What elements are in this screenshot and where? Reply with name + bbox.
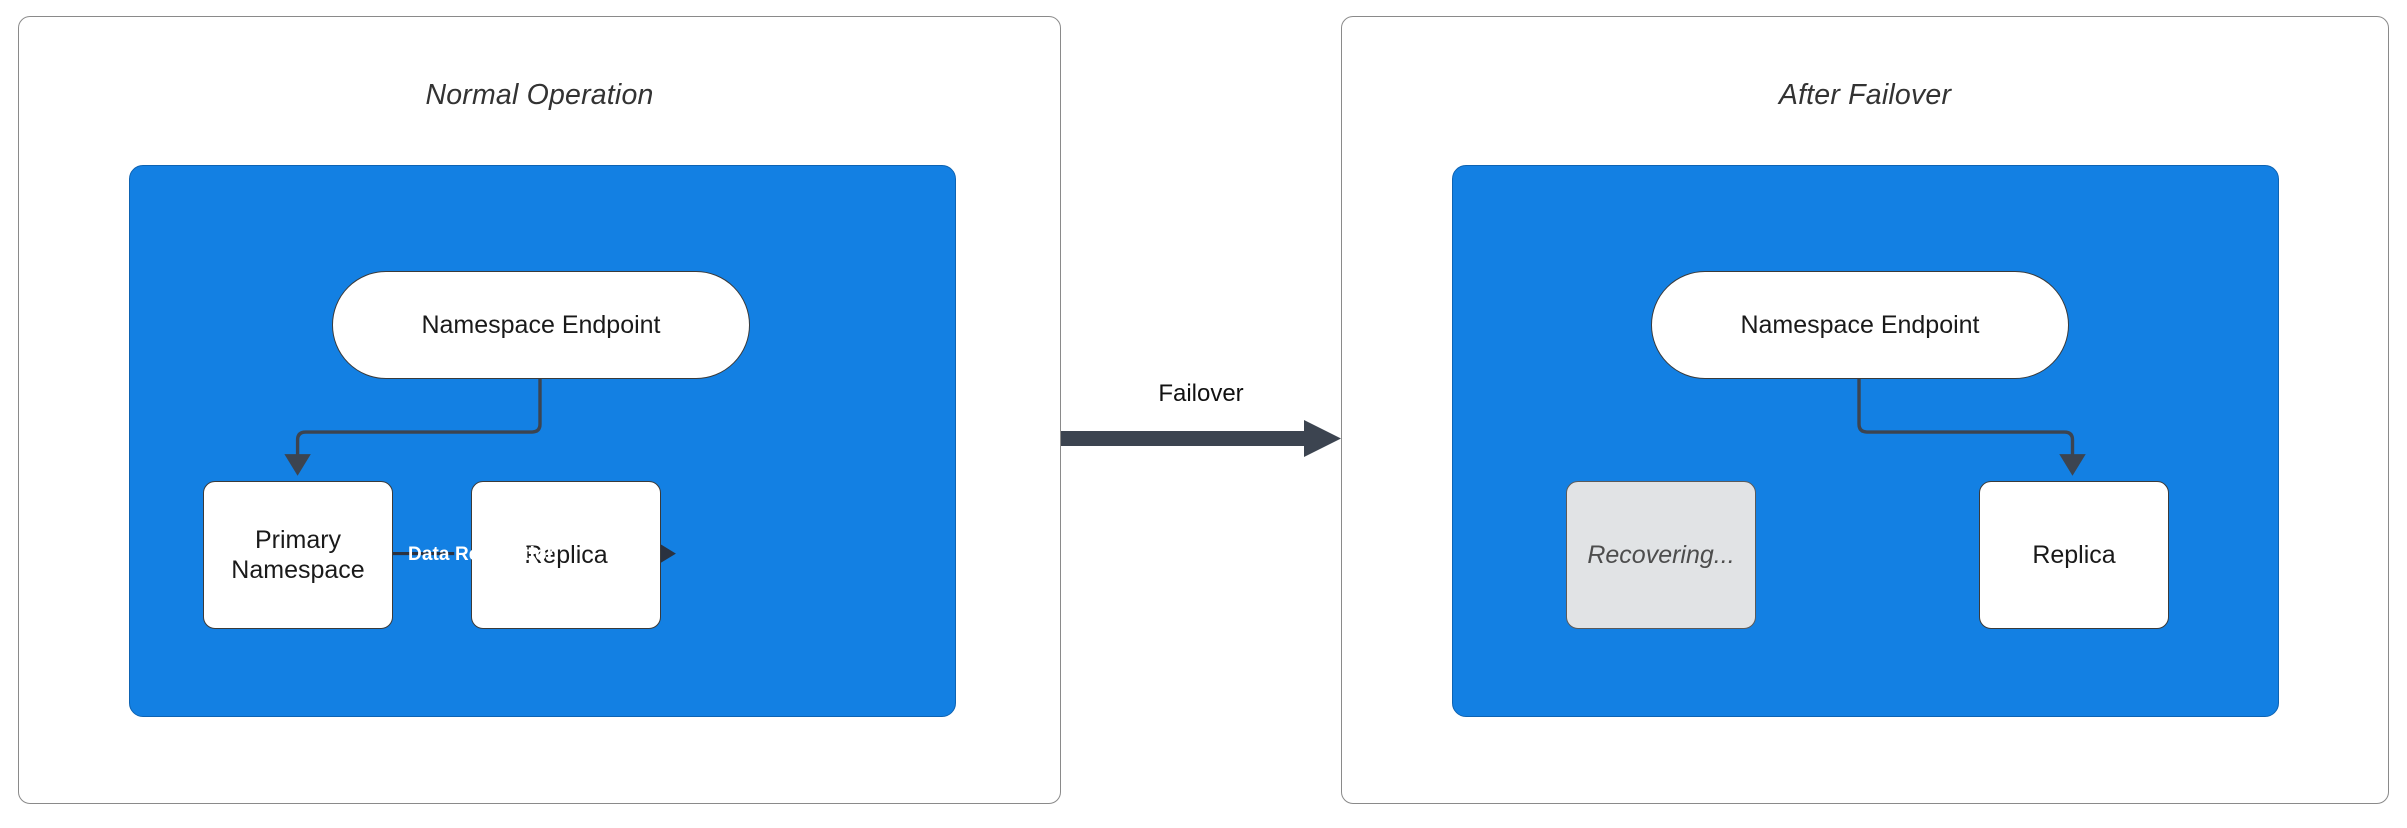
panel-after-failover: After Failover Namespace Endpoint Recove… — [1341, 16, 2389, 804]
connector-layer-after-failover — [1857, 376, 2086, 476]
node-recovering[interactable]: Recovering... — [1566, 481, 1756, 629]
blue-region-normal-operation: Namespace Endpoint Primary Namespace Rep… — [129, 165, 956, 717]
node-primary-namespace[interactable]: Primary Namespace — [203, 481, 393, 629]
panel-title-normal-operation: Normal Operation — [425, 79, 654, 111]
edge-endpoint-to-primary — [284, 376, 542, 476]
panel-title-after-failover: After Failover — [1778, 79, 1952, 111]
node-namespace-endpoint[interactable]: Namespace Endpoint — [1651, 271, 2069, 379]
failover-transition: Failover — [1061, 380, 1341, 490]
edge-endpoint-to-replica — [1857, 376, 2086, 476]
node-namespace-endpoint[interactable]: Namespace Endpoint — [332, 271, 750, 379]
node-replica[interactable]: Replica — [1979, 481, 2169, 629]
failover-arrow-icon — [1061, 420, 1341, 457]
panel-normal-operation: Normal Operation Namespace E — [18, 16, 1061, 804]
connector-layer-normal-operation — [284, 376, 676, 567]
node-replica[interactable]: Replica — [471, 481, 661, 629]
edge-label-data-replication: Data Replication — [408, 544, 559, 565]
failover-label: Failover — [1158, 380, 1244, 407]
blue-region-after-failover: Namespace Endpoint Recovering... Replica — [1452, 165, 2279, 717]
